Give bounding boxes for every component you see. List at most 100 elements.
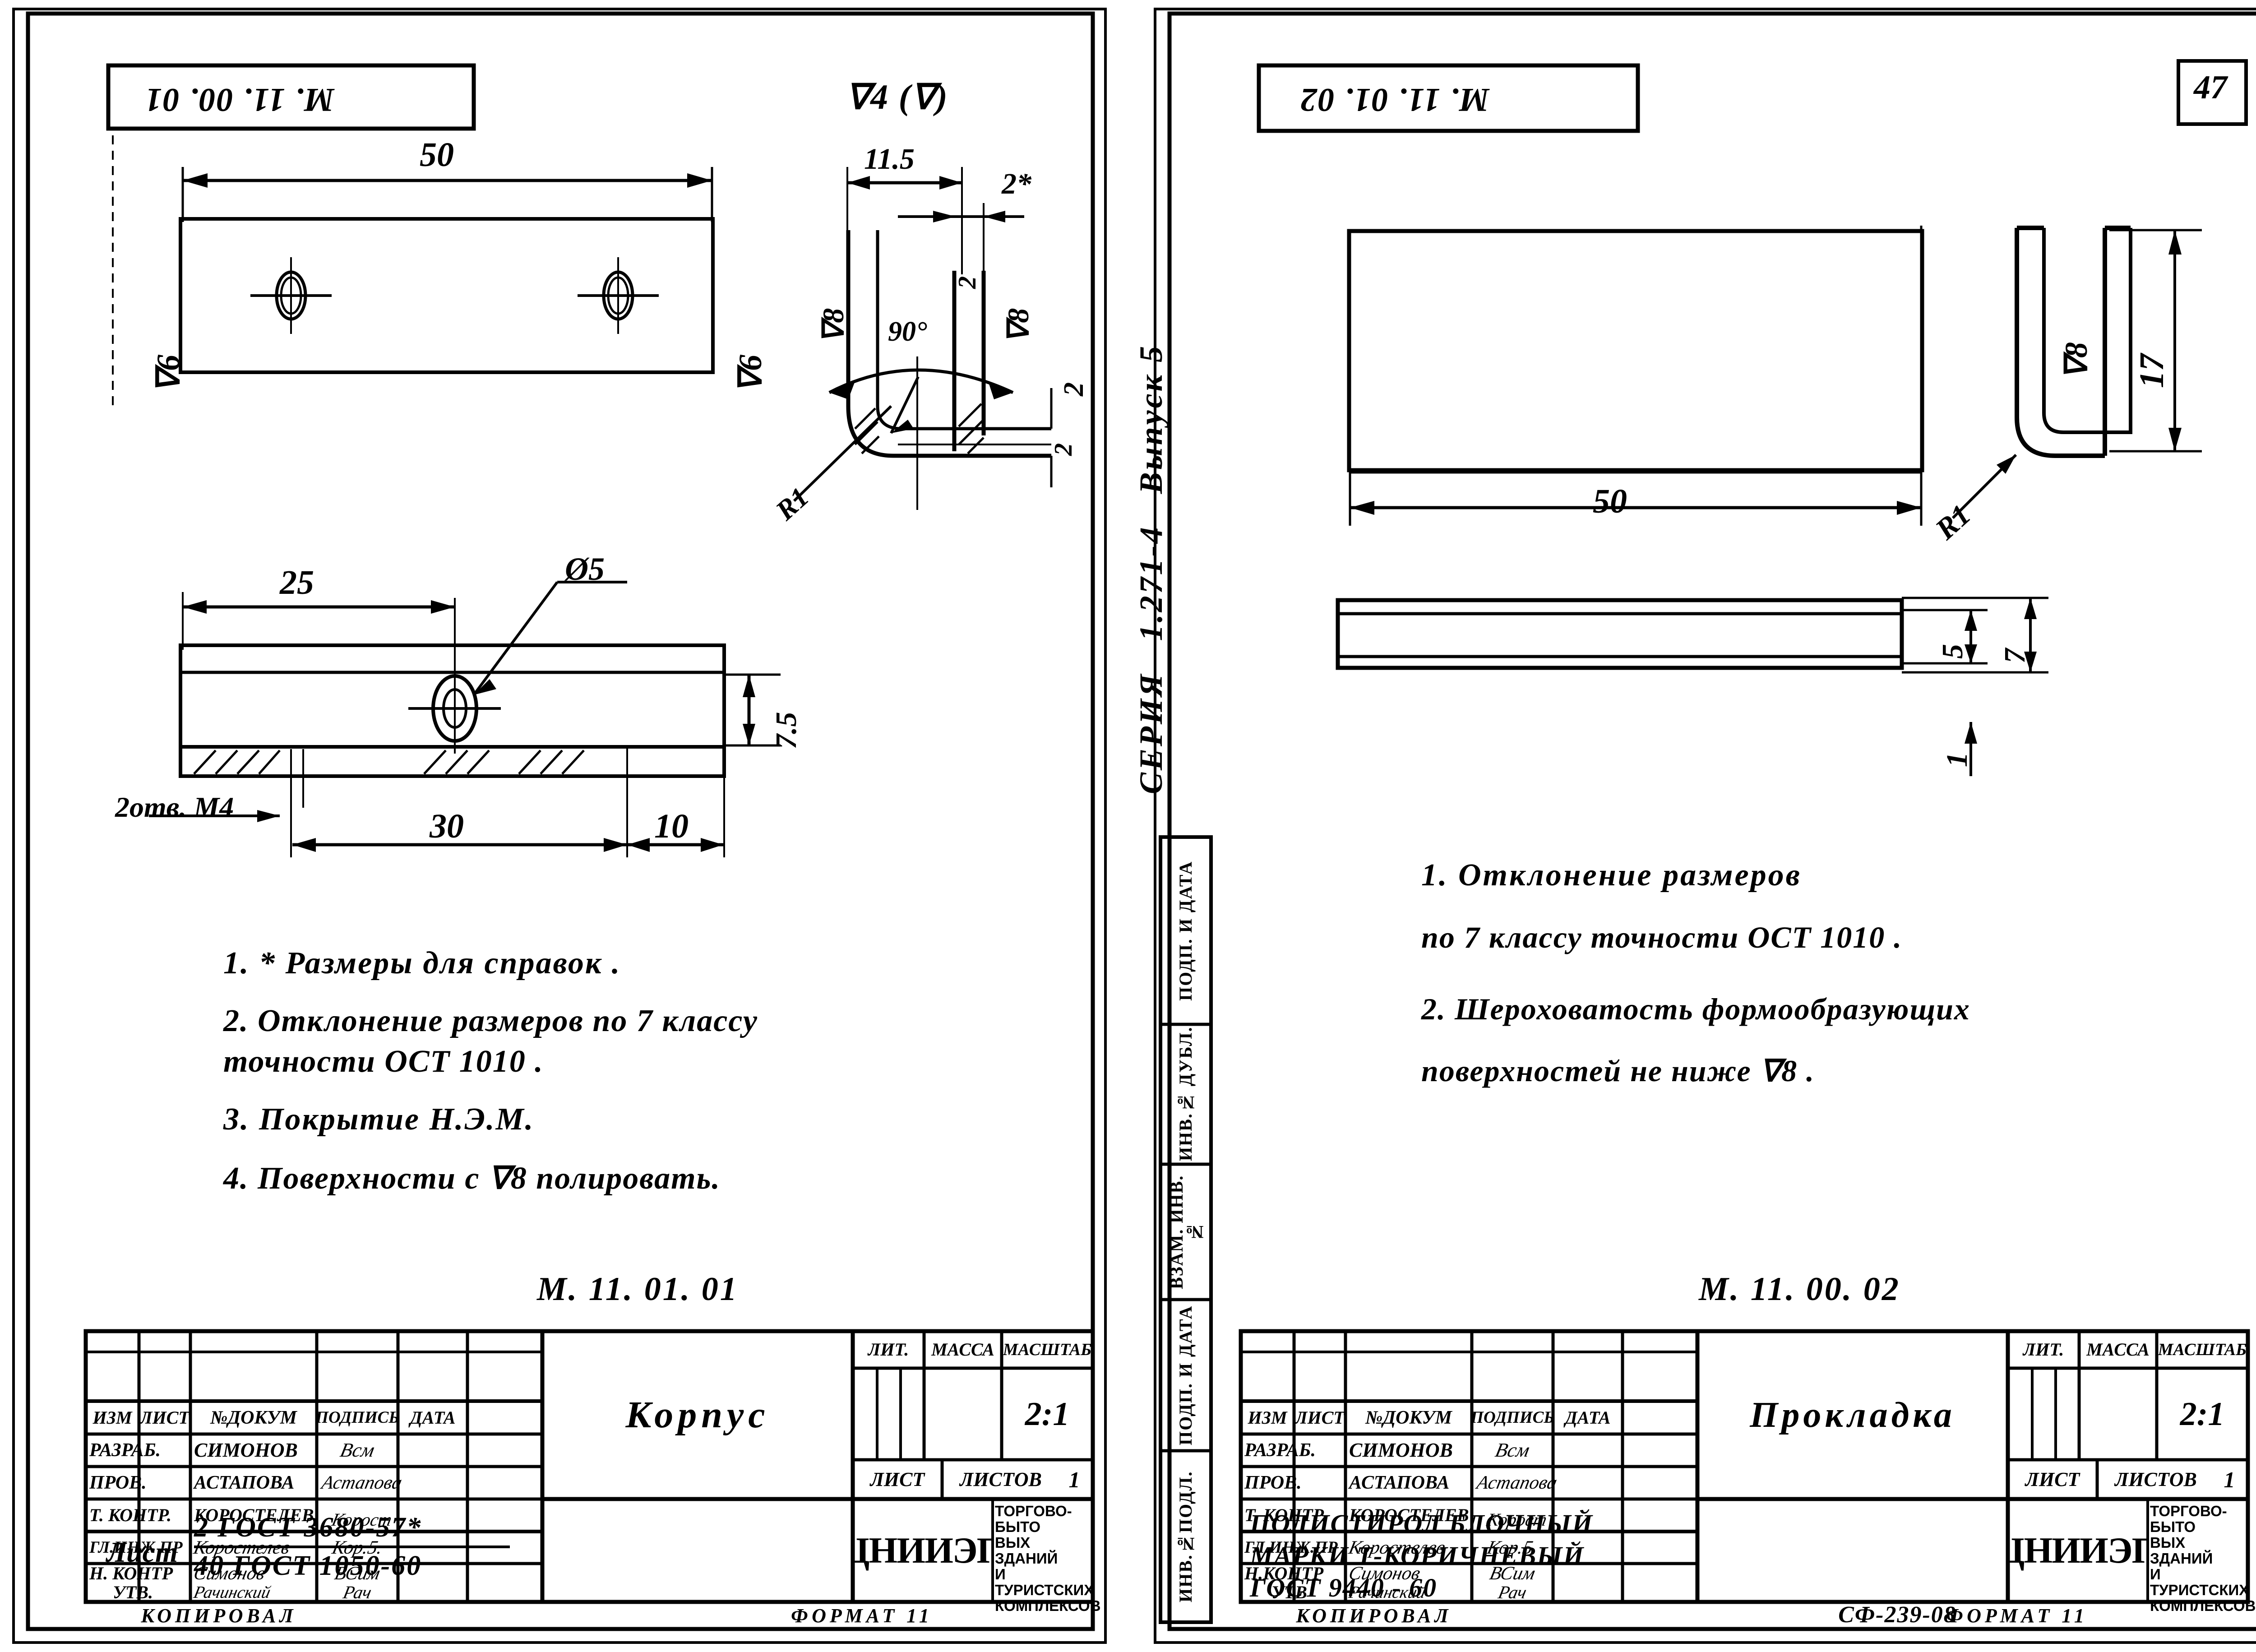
- r-sheets-label: ЛИСТОВ: [2115, 1468, 2197, 1490]
- sheets-value: 1: [1068, 1467, 1080, 1492]
- right-part-name: Прокладка: [1750, 1395, 1956, 1435]
- material-line2: 40 ГОСТ 1050-60: [194, 1550, 422, 1581]
- finish-section-right: ∇8: [1002, 308, 1035, 343]
- dim-section-width: 11.5: [864, 143, 915, 176]
- left-note-2: 2. Отклонение размеров по 7 классу: [223, 1004, 758, 1038]
- dim-25: 25: [280, 564, 314, 602]
- r-th-doc: №ДОКУМ: [1365, 1407, 1452, 1428]
- right-notes: 1. Отклонение размеров по 7 классу точно…: [1421, 857, 2188, 1089]
- org-abbr: ЦНИИЭП: [853, 1530, 993, 1571]
- series-vertical-text: СЕРИЯ 1.271-4 Выпуск 5: [1133, 343, 1169, 794]
- th-sign: ПОДПИСЬ: [317, 1408, 398, 1427]
- r-mass-label: МАССА: [2086, 1339, 2150, 1360]
- right-dim-5: 5: [1936, 644, 1969, 659]
- right-note-1b: по 7 классу точности ОСТ 1010 .: [1421, 920, 1903, 954]
- r-role-0: РАЗРАБ.: [1244, 1440, 1316, 1461]
- right-note-1: 1. Отклонение размеров: [1421, 858, 1802, 893]
- thickness-bottom: 2: [1049, 443, 1077, 456]
- r-sign-1: Астапова: [1475, 1472, 1559, 1493]
- th-date: ДАТА: [410, 1407, 456, 1428]
- sign-0: Всм: [338, 1439, 377, 1461]
- lit-label: ЛИТ.: [868, 1339, 909, 1360]
- right-drawing-code: М. 11. 00. 02: [1699, 1271, 1900, 1308]
- th-doc: №ДОКУМ: [210, 1407, 297, 1428]
- role-4: Н. КОНТР: [89, 1564, 173, 1583]
- right-dim-17: 17: [2133, 354, 2171, 388]
- scale-value: 2:1: [1025, 1395, 1070, 1433]
- r-org-line-3: КОМПЛЕКСОВ: [2150, 1597, 2256, 1614]
- role-0: РАЗРАБ.: [89, 1440, 161, 1461]
- left-note-3: 3. Покрытие Н.Э.М.: [223, 1102, 535, 1137]
- name-1: АСТАПОВА: [194, 1472, 295, 1493]
- right-dim-50: 50: [1593, 482, 1627, 520]
- name-5: Рачинский: [192, 1583, 273, 1602]
- th-izm: ИЗМ: [92, 1407, 132, 1428]
- r-role-2: Т. КОНТР.: [1244, 1505, 1327, 1525]
- name-2: КОРОСТЕЛЕВ: [194, 1505, 314, 1525]
- general-surface-finish: ∇4 (∇): [846, 77, 948, 116]
- r-org-name: ТОРГОВО-БЫТО ВЫХ ЗДАНИЙ И ТУРИСТСКИХ КОМ…: [2150, 1503, 2256, 1614]
- right-finish-8: ∇8: [2059, 342, 2094, 379]
- dim-top-width: 50: [420, 136, 454, 174]
- dim-10: 10: [654, 807, 689, 845]
- r-format-label: ФОРМАТ 11: [1946, 1604, 2088, 1627]
- org-line-1: ВЫХ ЗДАНИЙ: [995, 1534, 1058, 1567]
- right-header-code: М. 11. 01. 02: [1299, 81, 1489, 118]
- role-5: УТВ.: [113, 1583, 153, 1602]
- org-name: ТОРГОВО-БЫТО ВЫХ ЗДАНИЙ И ТУРИСТСКИХ КОМ…: [995, 1503, 1101, 1614]
- mass-label: МАССА: [931, 1339, 994, 1360]
- scale-label: МАСШТАБ: [1003, 1340, 1092, 1359]
- org-line-2: И ТУРИСТСКИХ: [995, 1565, 1094, 1598]
- left-note-2b: точности ОСТ 1010 .: [223, 1044, 544, 1079]
- thickness-edge: 2: [1059, 382, 1089, 396]
- r-org-abbr: ЦНИИЭП: [2008, 1530, 2148, 1571]
- dim-30: 30: [430, 807, 464, 845]
- left-part-name: Корпус: [625, 1394, 770, 1436]
- side-label-podp-data-2: ПОДП. И ДАТА: [1175, 1305, 1196, 1446]
- left-note-1: 1. * Размеры для справок .: [223, 946, 621, 981]
- name-0: СИМОНОВ: [194, 1439, 298, 1461]
- r-sheets-value: 1: [2224, 1467, 2235, 1492]
- r-name-1: АСТАПОВА: [1349, 1472, 1450, 1493]
- r-th-sign: ПОДПИСЬ: [1472, 1408, 1553, 1427]
- r-scale-label: МАСШТАБ: [2158, 1340, 2247, 1359]
- format-label: ФОРМАТ 11: [791, 1604, 933, 1627]
- left-note-4: 4. Поверхности с ∇8 полировать.: [223, 1161, 721, 1196]
- side-label-podp-data-1: ПОДП. И ДАТА: [1175, 861, 1196, 1001]
- r-org-line-0: ТОРГОВО-БЫТО: [2150, 1503, 2227, 1535]
- r-th-list: ЛИСТ: [1295, 1407, 1345, 1428]
- r-org-line-1: ВЫХ ЗДАНИЙ: [2150, 1534, 2213, 1567]
- r-th-izm: ИЗМ: [1248, 1407, 1287, 1428]
- org-line-0: ТОРГОВО-БЫТО: [995, 1503, 1072, 1535]
- sign-5: Рач: [341, 1583, 374, 1602]
- left-notes: 1. * Размеры для справок . 2. Отклонение…: [223, 945, 1013, 1197]
- r-copied-label: КОПИРОВАЛ: [1296, 1604, 1452, 1627]
- left-title-block: М. 11. 01. 01 ИЗМ ЛИСТ №ДОКУМ ПОДПИСЬ ДА…: [83, 1271, 1101, 1629]
- material-fraction: 2 ГОСТ 3680-57* 40 ГОСТ 1050-60: [194, 1512, 510, 1582]
- r-role-3: ГЛ.ИНЖ.ПР: [1244, 1538, 1338, 1557]
- r-material-line2: МАРКИ Т-КОРИЧНЕВЫЙ: [1250, 1541, 1585, 1570]
- material-prefix: Лист: [106, 1536, 178, 1568]
- r-name-2: КОРОСТЕЛЕВ: [1349, 1505, 1469, 1525]
- r-org-line-2: И ТУРИСТСКИХ: [2150, 1565, 2249, 1598]
- r-th-date: ДАТА: [1565, 1407, 1611, 1428]
- material-line1: 2 ГОСТ 3680-57*: [194, 1512, 422, 1543]
- r-sign-0: Всм: [1493, 1439, 1532, 1461]
- side-label-vzam-inv: ВЗАМ. ИНВ.№: [1166, 1175, 1205, 1289]
- dim-hole-diameter: Ø5: [565, 551, 605, 587]
- note-two-holes-m4: 2отв. М4: [115, 791, 234, 823]
- right-dim-1: 1: [1941, 752, 1974, 767]
- thickness-inner: 2: [953, 276, 981, 289]
- page-number: 47: [2194, 69, 2227, 106]
- finish-top-left: ∇6: [150, 354, 186, 393]
- copied-label: КОПИРОВАЛ: [141, 1604, 297, 1627]
- r-sheet-label: ЛИСТ: [2025, 1468, 2080, 1490]
- sheet-label: ЛИСТ: [870, 1468, 925, 1490]
- r-lit-label: ЛИТ.: [2023, 1339, 2064, 1360]
- left-drawing-code: М. 11. 01. 01: [537, 1271, 739, 1308]
- finish-top-right: ∇6: [732, 354, 768, 393]
- sign-1: Астапова: [319, 1472, 404, 1493]
- side-label-inv-dubl: ИНВ.№ ДУБЛ.: [1175, 1026, 1196, 1161]
- angle-90: 90°: [888, 316, 927, 347]
- org-line-3: КОМПЛЕКСОВ: [995, 1597, 1101, 1614]
